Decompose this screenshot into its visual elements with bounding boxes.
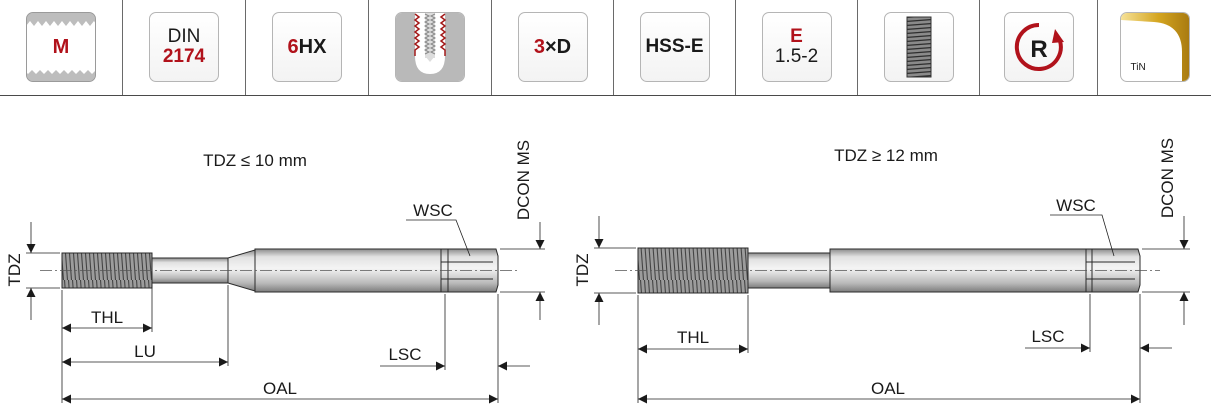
left-wsc-leader [406, 219, 471, 257]
left-oal-label: OAL [263, 379, 297, 398]
left-dcon-label: DCON MS [514, 140, 533, 220]
standard-line1: DIN [167, 26, 201, 48]
thread-form-cell [369, 0, 492, 95]
tool-material-icon: HSS-E [639, 12, 710, 82]
coating-label: TiN [1130, 61, 1146, 73]
rotation-cell: R [980, 0, 1098, 95]
emulsion-icon: E 1.5-2 [761, 12, 832, 82]
left-lsc-label: LSC [388, 345, 421, 364]
material-code: M [52, 35, 70, 58]
right-wsc-label: WSC [1056, 196, 1096, 215]
standard-icon: DIN 2174 [149, 12, 219, 82]
left-tool-drawing: TDZ ≤ 10 mm TDZ DCON MS WSC THL [5, 140, 545, 404]
material-cell: M [0, 0, 123, 95]
emulsion-range: 1.5-2 [774, 46, 819, 67]
right-wsc-leader [1050, 214, 1115, 257]
material-icon: M [26, 12, 96, 82]
left-thl-label: THL [91, 308, 123, 327]
emulsion-cell: E 1.5-2 [736, 0, 858, 95]
left-drawing-title: TDZ ≤ 10 mm [203, 151, 307, 170]
icon-strip: M DIN 2174 6HX [0, 0, 1211, 96]
right-dcon-label: DCON MS [1158, 138, 1177, 218]
right-tool-drawing: TDZ ≥ 12 mm TDZ DCON MS WSC THL [573, 138, 1190, 404]
standard-cell: DIN 2174 [123, 0, 246, 95]
coating-icon: TiN [1119, 12, 1190, 82]
technical-drawing: TDZ ≤ 10 mm TDZ DCON MS WSC THL [5, 138, 1190, 404]
right-drawing-title: TDZ ≥ 12 mm [834, 146, 938, 165]
tolerance-suffix: HX [298, 35, 327, 58]
right-oal-label: OAL [871, 379, 905, 398]
right-hand-rotation-icon: R [1003, 12, 1074, 82]
left-tdz-label: TDZ [5, 253, 24, 286]
depth-icon: 3×D [517, 12, 588, 82]
right-lsc-label: LSC [1031, 327, 1064, 346]
depth-prefix: 3 [533, 35, 545, 58]
tolerance-cell: 6HX [246, 0, 369, 95]
emulsion-code: E [790, 26, 803, 48]
blind-hole-thread-icon [395, 12, 465, 82]
right-square-drive [1085, 248, 1141, 293]
standard-line2: 2174 [162, 46, 206, 67]
tolerance-icon: 6HX [272, 12, 342, 82]
tolerance-prefix: 6 [287, 35, 299, 58]
right-tdz-label: TDZ [573, 253, 592, 286]
rotation-letter: R [1030, 36, 1047, 63]
left-lu-label: LU [134, 342, 156, 361]
coating-cell: TiN [1098, 0, 1211, 95]
thread-cell [858, 0, 980, 95]
depth-cell: 3×D [492, 0, 614, 95]
spiral-flute-icon [883, 12, 954, 82]
tool-material-label: HSS-E [645, 36, 704, 58]
right-thl-label: THL [677, 328, 709, 347]
left-wsc-label: WSC [413, 201, 453, 220]
depth-suffix: ×D [545, 35, 572, 58]
tool-material-cell: HSS-E [614, 0, 736, 95]
